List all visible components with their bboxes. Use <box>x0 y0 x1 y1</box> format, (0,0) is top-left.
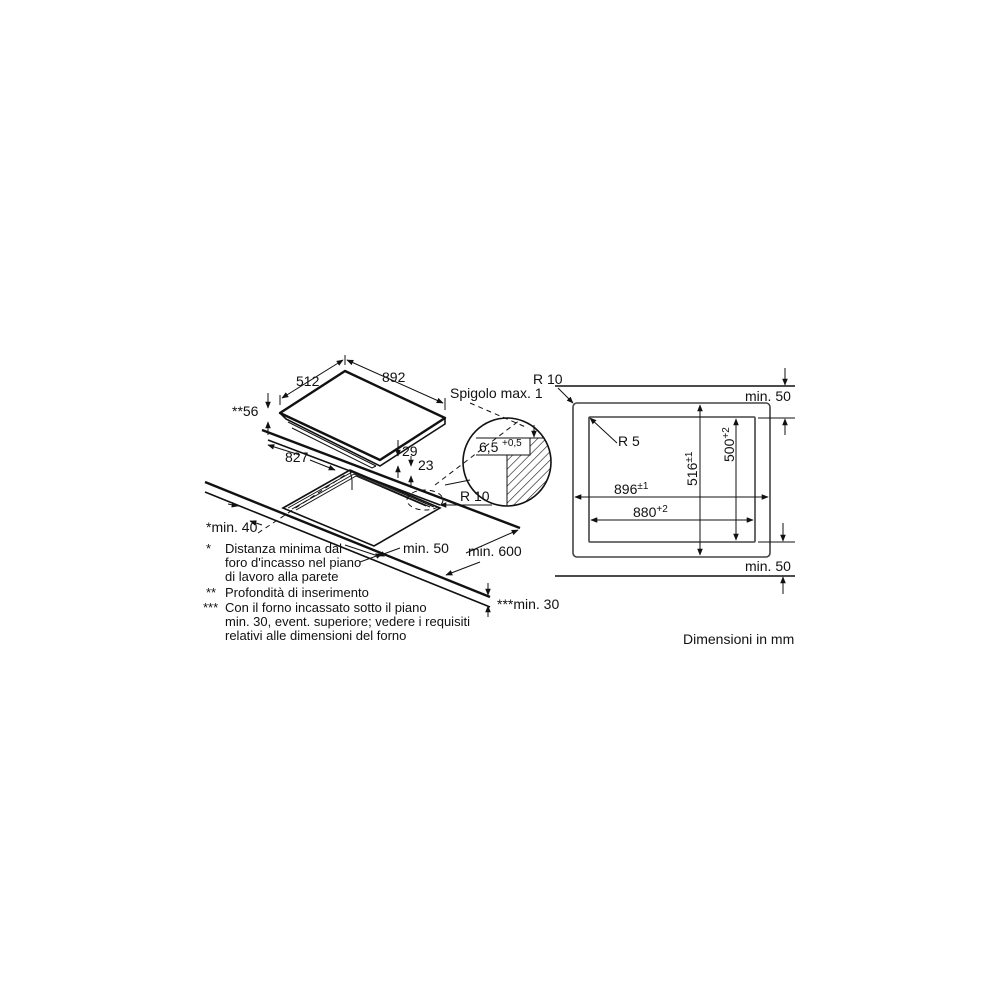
plan-inner-radius: R 5 <box>618 433 640 449</box>
svg-text:relativi alle dimensioni del f: relativi alle dimensioni del forno <box>225 628 406 643</box>
dim-512: 512 <box>296 373 320 389</box>
top-clearance: min. 50 <box>745 388 791 404</box>
dim-min-600: min. 600 <box>468 543 522 559</box>
dim-29: 29 <box>402 443 418 459</box>
edge-label: Spigolo max. 1 <box>450 385 543 401</box>
worktop-edge-back <box>261 428 521 530</box>
outer-cutout <box>572 402 771 558</box>
plan-view: R 10 R 5 516±1 500+2 896±1 880+2 min. 50 <box>533 368 795 647</box>
dim-23: 23 <box>418 457 434 473</box>
dim-500: 500+2 <box>721 427 737 462</box>
svg-text:**: ** <box>206 585 216 600</box>
svg-text:Profondità di inserimento: Profondità di inserimento <box>225 585 369 600</box>
cutout-hole <box>281 469 442 547</box>
detail-value: 6,5 <box>479 439 499 455</box>
dim-min-30: ***min. 30 <box>497 596 559 612</box>
svg-text:min. 30, event. superiore; ved: min. 30, event. superiore; vedere i requ… <box>225 614 470 629</box>
svg-text:Con il forno incassato sotto i: Con il forno incassato sotto il piano <box>225 600 427 615</box>
bottom-clearance: min. 50 <box>745 558 791 574</box>
dim-516: 516±1 <box>684 451 700 486</box>
svg-text:Distanza minima dal: Distanza minima dal <box>225 541 342 556</box>
dim-827: 827 <box>285 449 309 465</box>
svg-text:***: *** <box>203 600 218 615</box>
isometric-view: 512 892 **56 827 29 23 R 10 *min. 40 <box>203 355 559 643</box>
dim-min-40: *min. 40 <box>206 519 258 535</box>
svg-text:foro d'incasso nel piano: foro d'incasso nel piano <box>225 555 361 570</box>
dim-56: **56 <box>232 403 259 419</box>
plan-outer-radius: R 10 <box>533 371 563 387</box>
dim-892: 892 <box>382 369 406 385</box>
footnotes: * Distanza minima dal foro d'incasso nel… <box>203 541 470 643</box>
svg-text:di lavoro alla parete: di lavoro alla parete <box>225 569 338 584</box>
detail-tolerance: +0,5 <box>502 438 522 449</box>
dim-896: 896±1 <box>614 481 649 497</box>
units-label: Dimensioni in mm <box>683 631 794 647</box>
svg-text:*: * <box>206 541 211 556</box>
worktop-edge-front <box>204 480 491 599</box>
dim-min-50-front: min. 50 <box>403 540 449 556</box>
inner-cutout <box>588 416 756 543</box>
dim-880: 880+2 <box>633 504 668 520</box>
iso-corner-radius: R 10 <box>460 488 490 504</box>
